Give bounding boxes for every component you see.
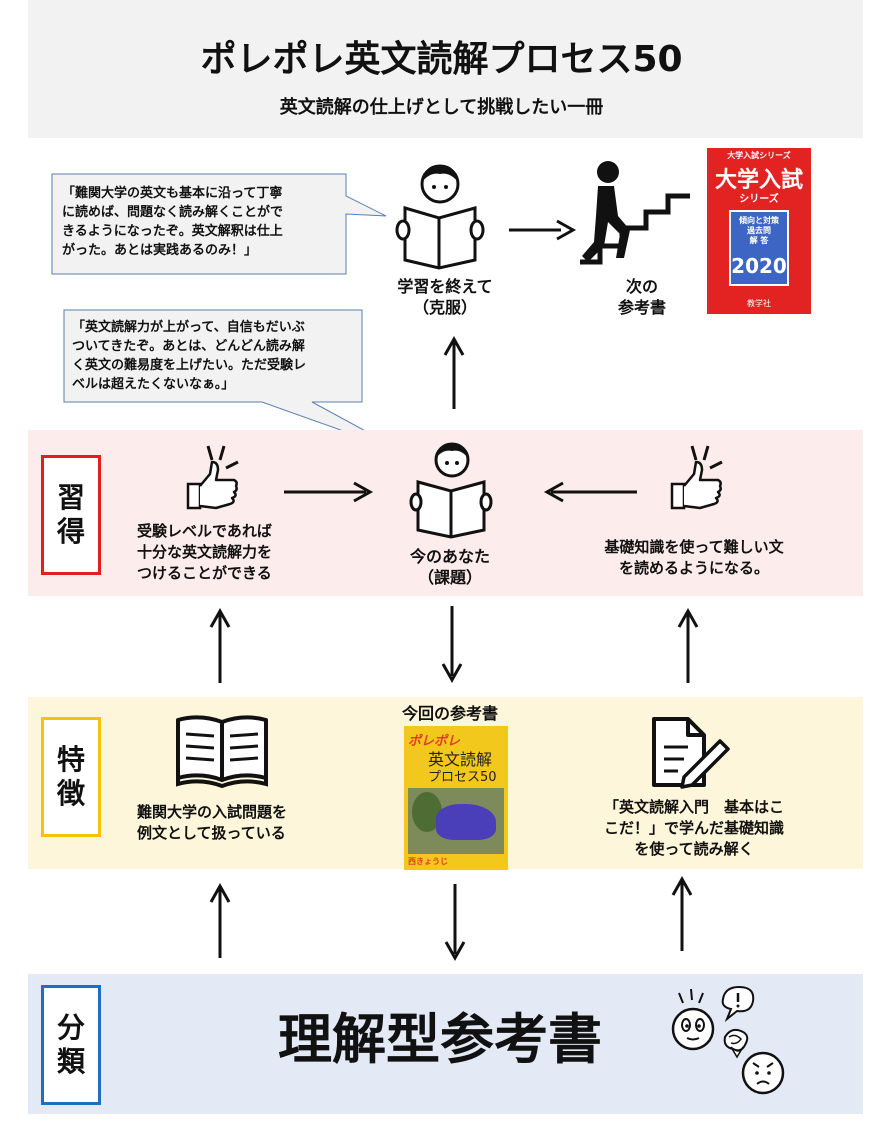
arrow-up-right-2 — [671, 875, 693, 951]
features-label-1: 特 — [56, 743, 85, 776]
arrow-up-left-1 — [209, 607, 231, 683]
acquire-left-text: 受験レベルであれば 十分な英文読解力を つけることができる — [137, 522, 273, 582]
arrow-right-acquire — [284, 481, 374, 503]
elephant-shape — [436, 804, 496, 840]
arrow-left-acquire — [543, 481, 637, 503]
acquire-label-1: 習 — [56, 481, 85, 514]
classify-label: 分 類 — [41, 985, 101, 1105]
reading-person-icon — [395, 164, 485, 270]
current-book-cover: ポレポレ 英文読解 プロセス50 西きょうじ — [404, 726, 508, 870]
next-book-title: 大学入試 — [714, 168, 803, 193]
thumbs-up-icon-right — [670, 445, 723, 510]
next-book-year: 2020 — [731, 254, 787, 278]
current-book-photo — [408, 788, 504, 854]
arrow-up-right-1 — [677, 607, 699, 683]
arrow-right-top — [509, 219, 577, 241]
current-book-brand: ポレポレ — [408, 734, 461, 749]
next-book-panel: 傾向と対策 過去問 解 答 2020 — [729, 210, 789, 286]
page-subtitle: 英文読解の仕上げとして挑戦したい一冊 — [279, 97, 604, 118]
speech-bubble-1 — [51, 173, 387, 275]
next-book-label: 次の 参考書 — [617, 277, 666, 317]
next-book-series-top: 大学入試シリーズ — [727, 151, 791, 160]
features-label: 特 徴 — [41, 717, 101, 837]
arrow-up-center — [443, 335, 465, 409]
current-book-label: 今回の参考書 — [401, 704, 498, 723]
next-book-series: シリーズ — [739, 194, 779, 205]
page-title: ポレポレ英文読解プロセス50 — [200, 39, 683, 80]
arrow-down-center-2 — [444, 884, 466, 962]
features-left-text: 難関大学の入試問題を 例文として扱っている — [137, 803, 288, 842]
features-label-2: 徴 — [56, 777, 85, 810]
reading-person-icon-center — [409, 442, 493, 539]
header-band — [28, 0, 863, 138]
next-book-cover: 大学入試シリーズ 大学入試 シリーズ 傾向と対策 過去問 解 答 2020 教学… — [707, 148, 811, 314]
thumbs-up-icon-left — [186, 445, 239, 510]
bubble-1-text: 「難関大学の英文も基本に沿って丁寧 に読めば、問題なく読み解くことがで きるよう… — [62, 186, 284, 258]
current-book-author: 西きょうじ — [408, 857, 448, 866]
acquire-label: 習 得 — [41, 455, 101, 575]
acquire-right-text: 基礎知識を使って難しい文 を読めるようになる。 — [604, 538, 784, 577]
speech-bubble-2 — [63, 309, 409, 455]
classify-label-2: 類 — [56, 1045, 85, 1078]
arrow-up-left-2 — [209, 882, 231, 958]
classify-type: 理解型参考書 — [278, 1008, 602, 1071]
stairs-climbing-icon — [580, 161, 690, 265]
confused-faces-icon — [671, 985, 785, 1095]
open-book-icon — [176, 715, 268, 789]
acquire-center-text: 今のあなた （課題） — [409, 547, 490, 587]
bubble-2-text: 「英文読解力が上がって、自信もだいぶ ついてきたぞ。あとは、どんどん読み解 く英… — [72, 320, 307, 392]
current-book-title1: 英文読解 — [428, 750, 493, 769]
arrow-down-center-1 — [441, 606, 463, 684]
finished-label: 学習を終えて （克服） — [397, 277, 493, 317]
classify-label-1: 分 — [56, 1011, 85, 1044]
features-right-text: 「英文読解入門 基本はこ こだ！」で学んだ基礎知識 を使って読み解く — [603, 798, 784, 858]
next-book-sub: 傾向と対策 過去問 解 答 — [739, 216, 779, 245]
next-book-publisher: 教学社 — [747, 299, 771, 308]
document-pen-icon — [652, 717, 730, 789]
acquire-label-2: 得 — [56, 515, 85, 548]
current-book-title2: プロセス50 — [428, 770, 497, 785]
